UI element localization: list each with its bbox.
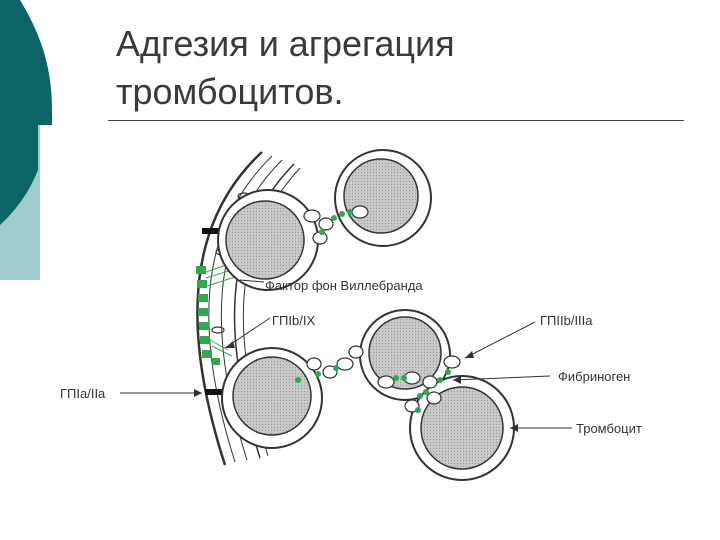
platelet-adhered-top bbox=[217, 189, 319, 291]
label-gp1b9: ГПIb/IX bbox=[272, 313, 315, 328]
receptor-bar-bottom bbox=[205, 389, 227, 395]
label-gp1a2a: ГПIa/IIa bbox=[60, 386, 106, 401]
fibrinogen-bridges bbox=[295, 209, 451, 413]
platelet-adhered-bottom bbox=[221, 347, 323, 449]
title-divider bbox=[108, 120, 684, 121]
gp-receptors bbox=[303, 205, 461, 413]
label-gp2b3a: ГПIIb/IIIa bbox=[540, 313, 593, 328]
vwf-chain bbox=[196, 266, 220, 365]
label-fibrinogen: Фибриноген bbox=[558, 369, 630, 384]
label-platelet: Тромбоцит bbox=[576, 421, 642, 436]
slide-title: Адгезия и агрегация тромбоцитов. bbox=[116, 20, 455, 116]
slide-decoration bbox=[0, 0, 52, 280]
title-line-1: Адгезия и агрегация bbox=[116, 23, 455, 64]
label-vwf: Фактор фон Виллебранда bbox=[265, 278, 423, 293]
arrow-heads bbox=[194, 341, 518, 432]
accent-dark-shape bbox=[0, 0, 52, 225]
receptor-bar-top bbox=[202, 228, 224, 234]
platelet-top-right bbox=[334, 149, 432, 247]
title-line-2: тромбоцитов. bbox=[116, 71, 344, 112]
